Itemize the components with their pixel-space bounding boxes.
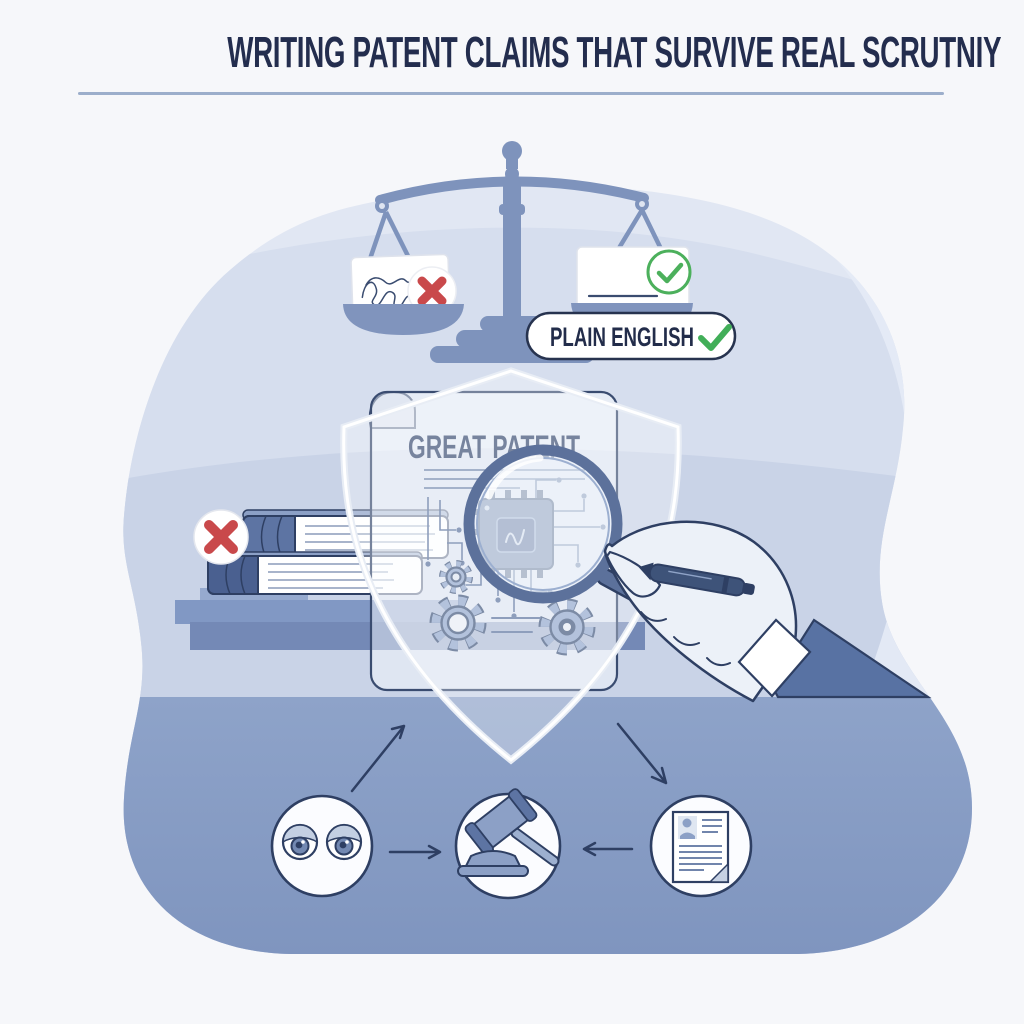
check-icon bbox=[698, 324, 732, 351]
x-mark-icon bbox=[417, 276, 447, 306]
arrow-document-to-gavel bbox=[582, 841, 634, 857]
post-collar bbox=[499, 204, 525, 215]
x-mark-icon bbox=[204, 520, 238, 554]
arrow-eyes-to-shield bbox=[350, 724, 406, 793]
flow-node-gavel bbox=[454, 788, 562, 900]
beam-ring-left-hole bbox=[379, 203, 385, 209]
flow-node-document bbox=[649, 794, 753, 898]
badge-label: PLAIN ENGLISH bbox=[550, 322, 694, 352]
arrow-eyes-to-gavel bbox=[388, 844, 442, 860]
check-badge-circle bbox=[646, 249, 692, 295]
hand-with-pen-icon bbox=[603, 520, 932, 703]
knuckle-lines bbox=[640, 611, 731, 667]
flow-node-eyes bbox=[270, 794, 374, 898]
title-underline bbox=[78, 92, 944, 95]
page-title-text: WRITING PATENT CLAIMS THAT SURVIVE REAL … bbox=[227, 28, 1002, 77]
gear-icon bbox=[439, 560, 473, 594]
left-pan-bowl bbox=[343, 304, 464, 335]
scale-neck bbox=[506, 159, 518, 169]
thumb bbox=[605, 550, 662, 598]
scale-finial bbox=[502, 141, 522, 161]
eyes-icon bbox=[281, 823, 363, 861]
badge-pill bbox=[525, 311, 737, 361]
flow-arrows bbox=[350, 722, 668, 860]
gear-icon bbox=[429, 594, 487, 652]
gavel-icon bbox=[457, 788, 560, 877]
shirt-cuff bbox=[737, 618, 812, 698]
motion-lines bbox=[491, 617, 541, 633]
document-icon bbox=[671, 810, 730, 884]
gear-icon bbox=[538, 598, 596, 656]
pen-icon bbox=[638, 562, 755, 597]
beam-ring-right-hole bbox=[639, 201, 645, 207]
platform-step-mid bbox=[175, 600, 460, 624]
arrow-shield-to-document bbox=[616, 722, 668, 785]
plain-english-badge: PLAIN ENGLISH bbox=[525, 311, 737, 361]
avatar bbox=[682, 818, 692, 828]
eyes-circle bbox=[270, 794, 374, 898]
page-title: WRITING PATENT CLAIMS THAT SURVIVE REAL … bbox=[0, 28, 1024, 78]
scales-of-justice bbox=[343, 141, 693, 363]
book-bottom-page-lines bbox=[268, 563, 394, 589]
magnifier-icon bbox=[463, 444, 647, 604]
clear-claim-card bbox=[576, 246, 692, 312]
scale-post bbox=[503, 176, 521, 336]
check-icon bbox=[656, 262, 684, 284]
